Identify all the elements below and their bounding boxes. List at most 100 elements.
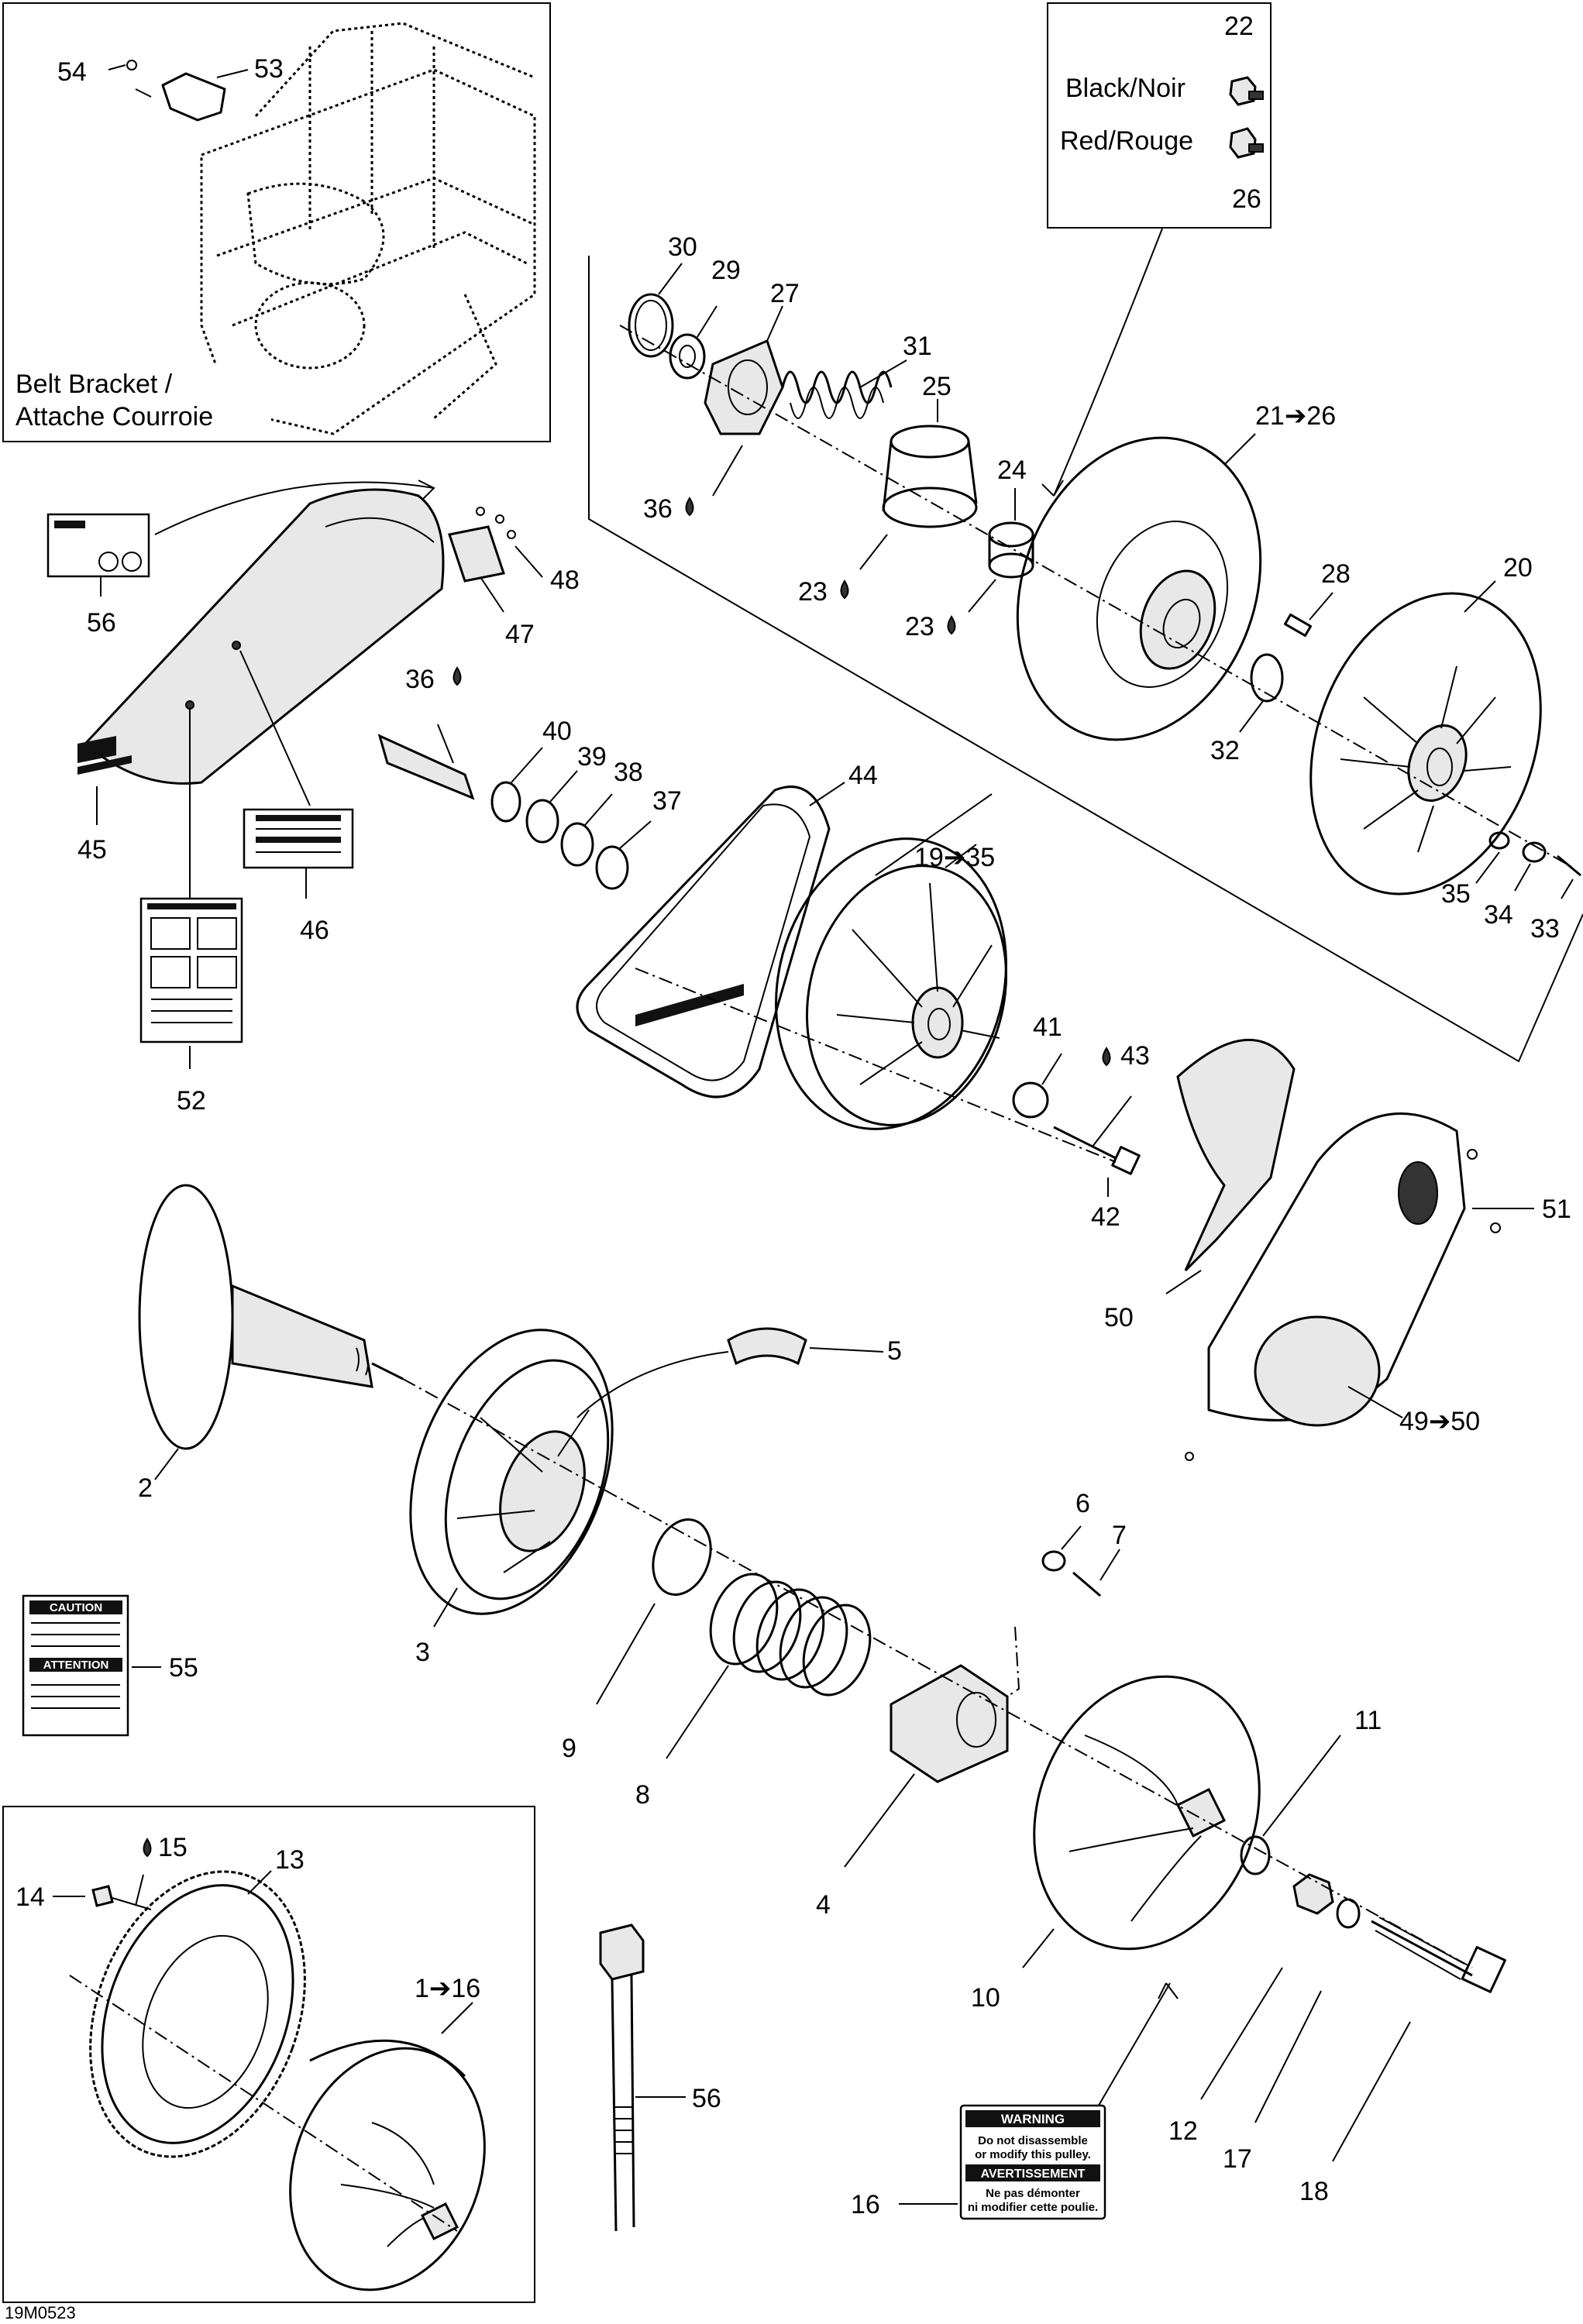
callout-5: 5 [887, 1336, 902, 1366]
belt-bracket-title: Belt Bracket / [15, 370, 173, 399]
callout-7: 7 [1112, 1521, 1127, 1550]
part-puller-56 [599, 1923, 645, 2232]
outer-cover-group [1176, 1038, 1501, 1461]
decal-16-warning: WARNING Do not disassemble or modify thi… [959, 2104, 1106, 2220]
callout-12: 12 [1168, 2116, 1198, 2146]
lubricant-drop-icon [1102, 1047, 1111, 1067]
callout-25: 25 [922, 372, 952, 401]
part-washer-29 [669, 333, 706, 380]
callout-55: 55 [169, 1653, 198, 1683]
callout-41: 41 [1033, 1012, 1062, 1042]
callout-54: 54 [57, 57, 87, 87]
color-code-frame [1047, 2, 1272, 229]
part-cam-4 [890, 1664, 1009, 1783]
callout-18: 18 [1299, 2177, 1329, 2206]
part-fixed-sheave-2 [138, 1184, 404, 1450]
part-shim-40 [490, 781, 521, 823]
lubricant-drop-icon [143, 1838, 152, 1858]
callout-40: 40 [542, 717, 572, 746]
drive-pulley-group: 2 3 5 9 8 [138, 1184, 1506, 2206]
svg-text:Ne pas démonter: Ne pas démonter [986, 2187, 1080, 2200]
callout-2: 2 [138, 1473, 153, 1503]
callout-20: 20 [1503, 553, 1533, 583]
callout-47: 47 [505, 620, 535, 649]
callout-15: 15 [158, 1833, 188, 1862]
callout-51: 51 [1542, 1195, 1571, 1224]
part-spring-31 [781, 370, 893, 419]
red-weight-icon [1229, 127, 1264, 159]
callout-33: 33 [1530, 914, 1560, 944]
svg-text:ni modifier cette poulie.: ni modifier cette poulie. [968, 2201, 1098, 2214]
callout-11: 11 [1354, 1706, 1382, 1735]
red-rouge-label: Red/Rouge [1060, 126, 1193, 156]
decal-46 [243, 808, 354, 869]
drive-pulley-inset-frame [2, 1806, 535, 2303]
part-belt-guard-45 [83, 488, 445, 785]
svg-text:or modify this pulley.: or modify this pulley. [975, 2148, 1091, 2161]
callout-50: 50 [1104, 1303, 1134, 1332]
callout-24: 24 [997, 456, 1027, 485]
callout-19-35: 19➔35 [914, 843, 995, 872]
callout-38: 38 [614, 758, 643, 787]
callout-31: 31 [903, 332, 932, 361]
callout-52: 52 [177, 1086, 206, 1116]
callout-23a: 23 [798, 577, 828, 607]
callout-27: 27 [770, 279, 800, 308]
drive-pulley-inset: 13 14 15 1➔16 [2, 1806, 535, 2303]
drive-belt-44 [576, 786, 831, 1098]
part-movable-sheave-3 [409, 1329, 614, 1615]
part-bushing-24 [988, 521, 1034, 579]
driven-pulley-group: 30 29 27 31 36 25 [619, 232, 1581, 944]
part-washer-17 [1336, 1898, 1361, 1929]
part-bolt-42 [1053, 1126, 1117, 1160]
lubricant-drop-icon [947, 615, 956, 635]
part-movable-sheave-20 [1309, 592, 1542, 896]
callout-9: 9 [562, 1734, 576, 1763]
belt-bracket-part [126, 60, 226, 122]
driven-pulley-assembly [775, 837, 1008, 1130]
vehicle-frame-drawing [200, 22, 536, 435]
part-shim-38 [560, 822, 594, 867]
part-ring-25 [882, 425, 978, 528]
part-washer-32 [1250, 653, 1284, 703]
part-outer-cover-49 [1207, 1112, 1466, 1422]
svg-text:CAUTION: CAUTION [50, 1601, 102, 1614]
svg-text:WARNING: WARNING [1001, 2112, 1065, 2126]
part-bracket-47 [448, 525, 505, 583]
decal-56 [46, 513, 150, 578]
callout-8: 8 [635, 1780, 650, 1810]
part-bolt-18 [1371, 1920, 1473, 1977]
decal-55: CAUTION ATTENTION [22, 1594, 129, 1737]
callout-13: 13 [275, 1845, 305, 1875]
svg-text:ATTENTION: ATTENTION [43, 1659, 109, 1672]
part-screw-14 [91, 1885, 114, 1907]
callout-42: 42 [1091, 1202, 1120, 1232]
callout-44: 44 [848, 761, 878, 790]
part-shim-37 [595, 845, 629, 890]
black-weight-icon [1229, 76, 1264, 106]
callout-21-26: 21➔26 [1255, 401, 1336, 431]
part-shaft-36 [377, 734, 475, 800]
callout-56a: 56 [87, 608, 116, 638]
part-spring-8 [709, 1573, 872, 1697]
color-code-inset: 22 Black/Noir Red/Rouge 26 [1041, 2, 1272, 497]
figure-code: 19M0523 [5, 2303, 76, 2322]
callout-35: 35 [1441, 879, 1471, 909]
callout-56b: 56 [692, 2084, 721, 2113]
callout-48: 48 [550, 566, 580, 595]
belt-guard-group: 56 45 47 48 46 [46, 480, 580, 1116]
callout-22: 22 [1224, 12, 1254, 41]
lubricant-drop-icon [453, 666, 462, 686]
part-washer-6 [1041, 1550, 1066, 1572]
part-cam-27 [704, 339, 784, 435]
callout-29: 29 [711, 256, 741, 285]
callout-28: 28 [1321, 559, 1351, 589]
part-shim-39 [525, 799, 559, 844]
part-outer-sheave-10 [1033, 1675, 1261, 1951]
belt-bracket-subtitle: Attache Courroie [15, 402, 213, 431]
callout-16: 16 [851, 2190, 880, 2219]
svg-text:Do not disassemble: Do not disassemble [978, 2134, 1088, 2147]
callout-4: 4 [816, 1890, 831, 1920]
callout-46: 46 [300, 916, 329, 945]
